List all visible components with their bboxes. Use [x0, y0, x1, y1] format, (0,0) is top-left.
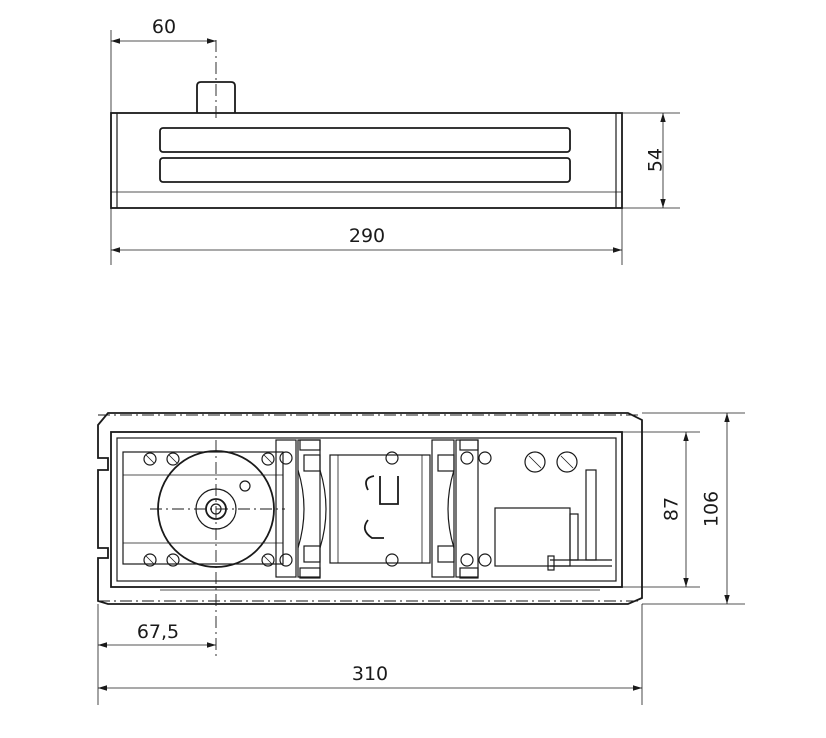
spring-block-1 [275, 439, 327, 579]
side-view: 60 54 290 [110, 16, 680, 265]
slot-upper [159, 127, 571, 153]
plan-view: 67,5 87 106 310 [97, 412, 745, 705]
adjust-valve-2 [556, 451, 578, 473]
dim-bottom-outer-height: 106 [701, 491, 723, 527]
hydraulic-block [494, 507, 571, 567]
dim-top-length: 290 [349, 225, 385, 247]
screw-group-left [143, 452, 275, 567]
spring-block-2 [431, 439, 492, 579]
dim-bottom-inner-height: 87 [661, 497, 683, 521]
cover-plate [97, 412, 643, 605]
dim-top-height: 54 [645, 148, 667, 172]
adjust-valve-1 [524, 451, 546, 473]
dim-top-offset: 60 [152, 16, 176, 38]
slot-lower [159, 157, 571, 183]
valve-area [494, 451, 612, 571]
dim-bottom-offset: 67,5 [137, 621, 179, 643]
brand-logo [365, 475, 399, 505]
dim-bottom-length: 310 [352, 663, 388, 685]
side-view-body [110, 112, 623, 209]
center-module [329, 451, 431, 567]
spindle-knob [196, 81, 236, 113]
